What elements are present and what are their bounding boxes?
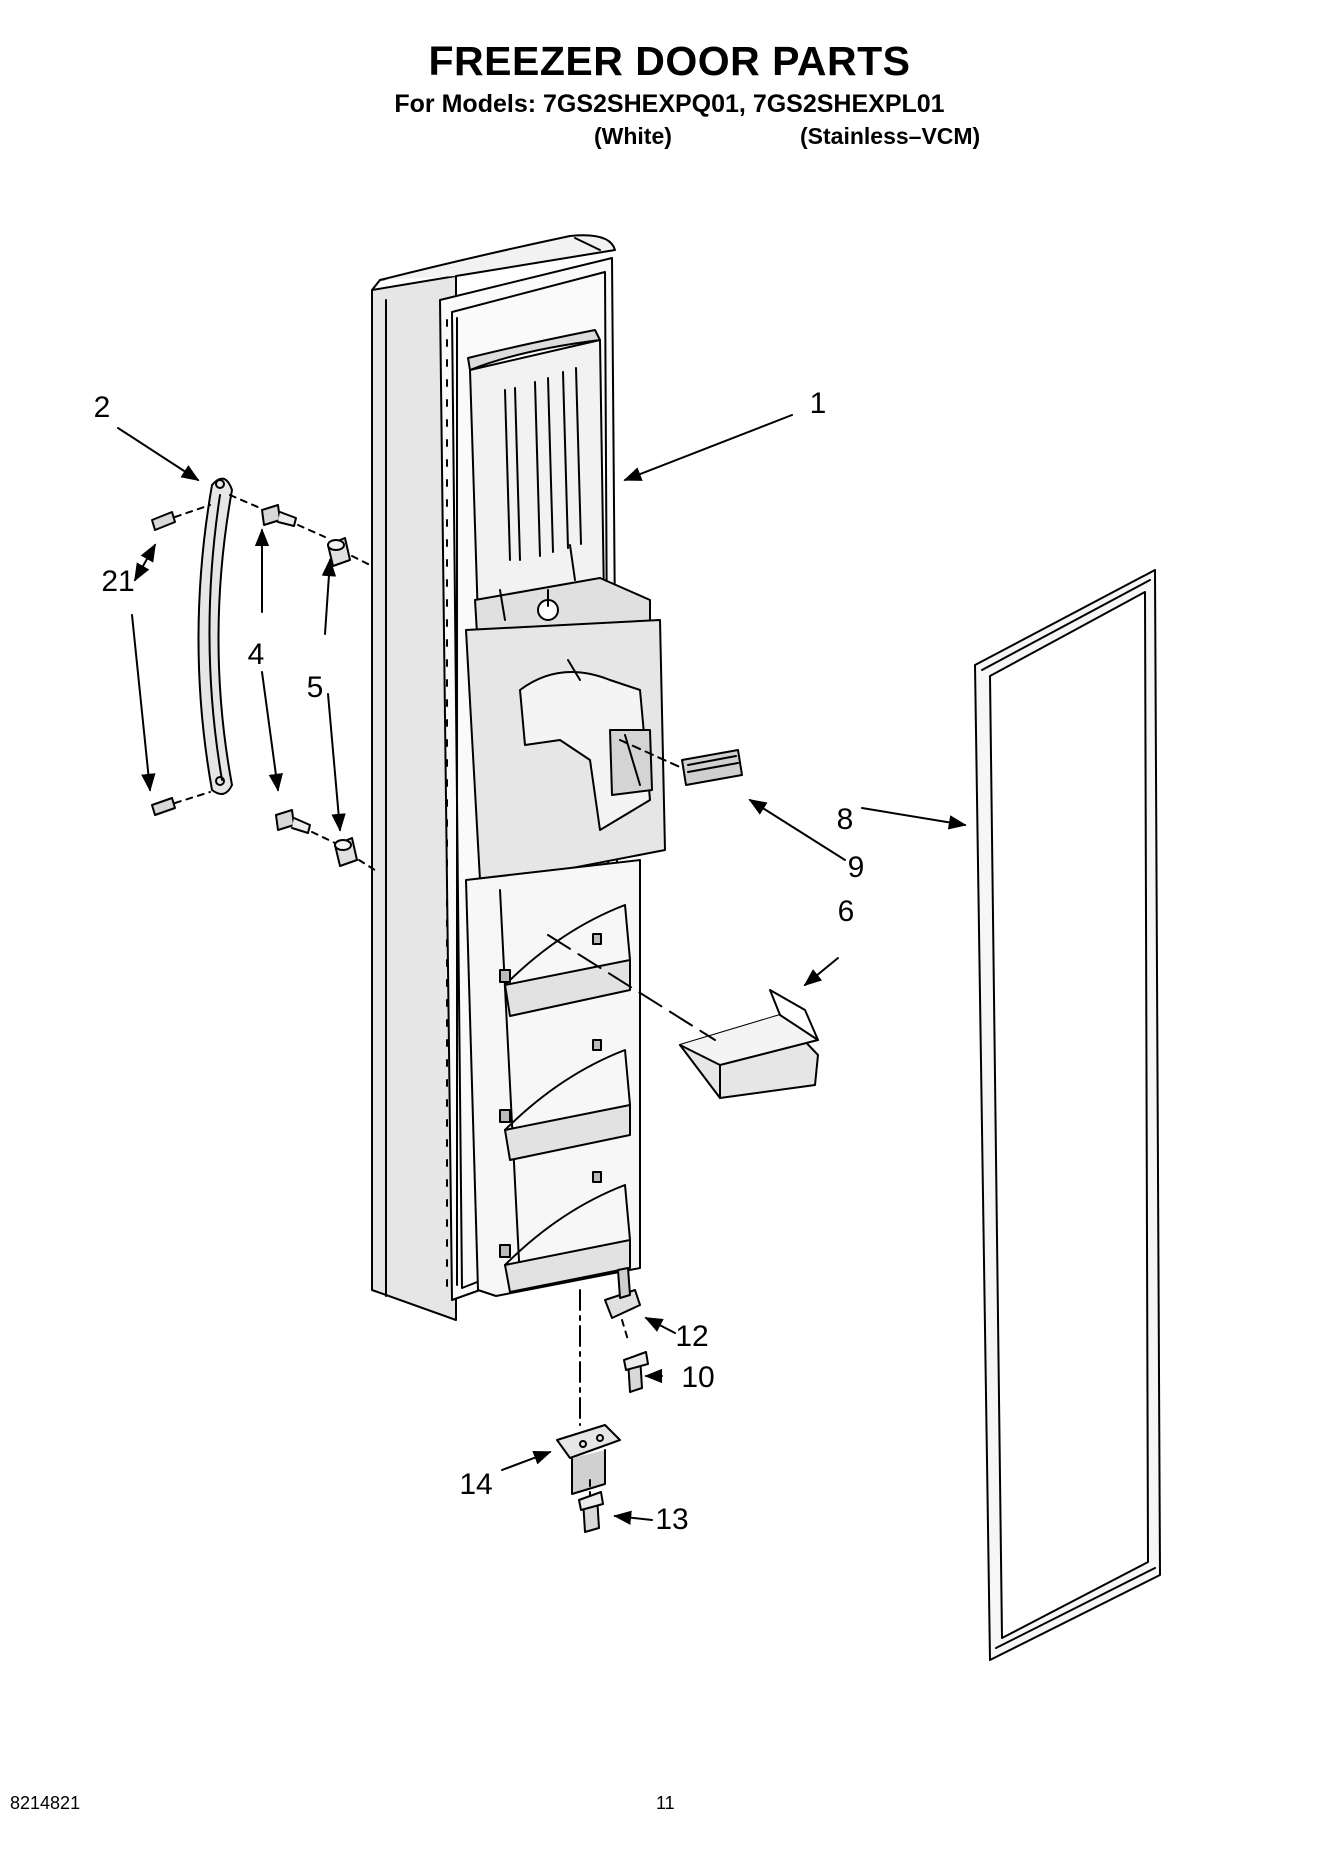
page-number: 11 bbox=[656, 1793, 675, 1813]
mounting-bolt-top bbox=[229, 494, 326, 538]
callout-12: 12 bbox=[675, 1320, 709, 1353]
page-title: FREEZER DOOR PARTS bbox=[428, 38, 911, 84]
handle-screw-top bbox=[151, 504, 211, 531]
callout-1: 1 bbox=[809, 387, 827, 420]
handle bbox=[197, 477, 233, 795]
door-gasket bbox=[974, 569, 1161, 1661]
callout-9: 9 bbox=[847, 851, 865, 884]
hinge-pin-bracket bbox=[604, 1267, 641, 1341]
hinge-screw-lower bbox=[578, 1479, 604, 1533]
spacer-bottom bbox=[334, 837, 379, 873]
callout-21: 21 bbox=[101, 565, 135, 598]
callout-10: 10 bbox=[681, 1361, 715, 1394]
callout-2: 2 bbox=[93, 391, 111, 424]
variant-stainless-label: (Stainless–VCM) bbox=[800, 123, 981, 149]
callout-6: 6 bbox=[837, 895, 855, 928]
hinge-screw-upper bbox=[623, 1351, 649, 1393]
models-line: For Models: 7GS2SHEXPQ01, 7GS2SHEXPL01 bbox=[394, 90, 945, 118]
callout-8: 8 bbox=[836, 803, 854, 836]
spacer-top bbox=[327, 537, 373, 567]
callout-13: 13 bbox=[655, 1503, 689, 1536]
variant-white-label: (White) bbox=[594, 123, 672, 149]
callout-4: 4 bbox=[247, 638, 265, 671]
lower-hinge bbox=[556, 1289, 621, 1495]
callout-5: 5 bbox=[306, 671, 324, 704]
gasket-track bbox=[446, 317, 458, 1291]
mounting-bolt-bottom bbox=[275, 809, 336, 844]
door-bin bbox=[547, 934, 819, 1099]
document-number: 8214821 bbox=[10, 1793, 81, 1813]
callout-14: 14 bbox=[459, 1468, 493, 1501]
door-shelf-lower bbox=[499, 1171, 631, 1293]
door-shelf-upper bbox=[499, 904, 631, 1017]
freezer-door-assembly bbox=[371, 234, 666, 1321]
handle-screw-bottom bbox=[151, 791, 211, 816]
leader-arrows bbox=[117, 414, 967, 1525]
door-shelf-middle bbox=[499, 1039, 631, 1161]
dispenser-pad bbox=[619, 739, 743, 786]
